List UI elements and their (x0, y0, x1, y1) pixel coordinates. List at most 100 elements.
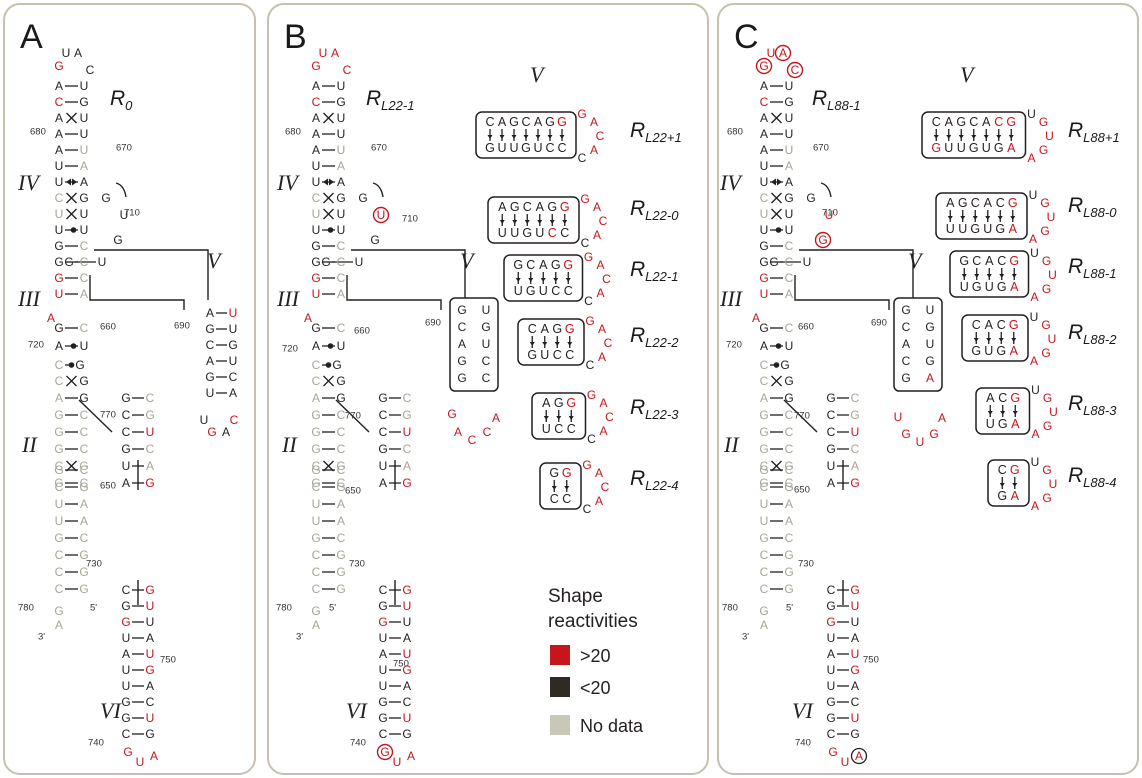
name-rl88-1: RL88-1 (1068, 255, 1116, 281)
nucleotide: U (760, 514, 769, 528)
nucleotide: U (312, 159, 321, 173)
nucleotide: G (123, 745, 132, 759)
nucleotide: C (785, 531, 794, 545)
helix-v-header: V (960, 62, 976, 87)
num-710: 710 (124, 208, 140, 219)
nucleotide: U (229, 306, 238, 320)
pair-arrow (985, 216, 991, 220)
nucleotide: A (337, 497, 345, 511)
nucleotide: C (760, 358, 769, 372)
connector-lines (78, 182, 914, 605)
nucleotide: G (332, 358, 341, 372)
num-660: 660 (100, 322, 116, 333)
nucleotide: U (926, 303, 935, 317)
nucleotide: C (55, 358, 64, 372)
nucleotide: A (542, 396, 551, 410)
nucleotide: A (80, 175, 88, 189)
nucleotide: U (785, 339, 794, 353)
nucleotide: U (120, 208, 129, 222)
nucleotide: U (984, 344, 993, 358)
pair-arrow (549, 220, 555, 224)
name-rl22-3: RL22-3 (630, 396, 679, 422)
num-740: 740 (795, 738, 811, 749)
nucleotide: U (894, 410, 903, 424)
nucleotide: U (146, 711, 155, 725)
nucleotide: C (760, 95, 769, 109)
nucleotide: A (539, 258, 548, 272)
num-650: 650 (100, 481, 116, 492)
nucleotide: U (539, 284, 548, 298)
nucleotide: C (827, 727, 836, 741)
nucleotide: G (759, 531, 768, 545)
nucleotide: A (827, 647, 835, 661)
nucleotide: A (598, 350, 606, 364)
nucleotide: G (784, 391, 793, 405)
domain-ii-label: II (723, 432, 740, 457)
num-730: 730 (86, 559, 102, 570)
nucleotide: A (337, 514, 345, 528)
nucleotide: G (826, 442, 835, 456)
nucleotide: G (956, 115, 966, 129)
nucleotide: G (311, 408, 320, 422)
nucleotide: A (590, 143, 598, 157)
pair-arrow (999, 483, 1005, 487)
num-750: 750 (160, 655, 176, 666)
nucleotide: C (586, 358, 595, 372)
crossed-pair (771, 375, 782, 387)
nucleotide: G (1010, 463, 1020, 477)
nucleotide: G (54, 442, 63, 456)
num-730: 730 (349, 559, 365, 570)
pair-dot (325, 362, 332, 368)
nucleotide: U (80, 339, 89, 353)
nucleotide: G (585, 314, 594, 328)
nucleotide: C (581, 236, 590, 250)
nucleotide: A (80, 514, 88, 528)
nucleotide: C (551, 284, 560, 298)
nucleotide: U (533, 141, 542, 155)
crossed-pair (66, 375, 77, 387)
nucleotide: A (779, 46, 787, 60)
nucleotide: G (311, 442, 320, 456)
num-670: 670 (371, 143, 387, 154)
nucleotide: C (337, 271, 346, 285)
nucleotide: A (331, 46, 339, 60)
nucleotide: C (485, 115, 494, 129)
nucleotide: G (1042, 491, 1051, 505)
nucleotide: C (583, 502, 592, 516)
three-prime-end: 3' (38, 632, 45, 643)
nucleotide: C (80, 239, 89, 253)
nucleotide: G (54, 255, 63, 269)
nucleotide: G (996, 344, 1006, 358)
nucleotide: G (759, 255, 768, 269)
reactivity-circle (814, 231, 832, 249)
pair-arrow (960, 216, 966, 220)
nucleotide: C (86, 63, 95, 77)
nucleotide: A (590, 115, 598, 129)
nucleotide: C (55, 565, 64, 579)
nucleotide: U (760, 287, 769, 301)
nucleotide: C (902, 354, 911, 368)
nucleotide: U (146, 647, 155, 661)
nucleotide: A (498, 200, 507, 214)
nucleotide: U (946, 222, 955, 236)
nucleotide: G (402, 663, 411, 677)
num-780: 780 (18, 603, 34, 614)
nucleotide: C (403, 391, 412, 405)
nucleotide: C (312, 565, 321, 579)
nucleotide: G (336, 374, 345, 388)
nucleotide: U (146, 615, 155, 629)
nucleotide: U (827, 459, 836, 473)
nucleotide: U (851, 425, 860, 439)
nucleotide: G (826, 615, 835, 629)
nucleotide: U (760, 223, 769, 237)
nucleotide: A (1029, 232, 1037, 246)
name-rl22-1-main: RL22-1 (366, 87, 414, 113)
nucleotide: C (785, 271, 794, 285)
nucleotide: U (1031, 455, 1040, 469)
num-710: 710 (402, 214, 418, 225)
reactivity-circle (755, 57, 773, 75)
nucleotide: C (483, 425, 492, 439)
nucleotide: G (1041, 346, 1050, 360)
crossed-pair (66, 208, 77, 220)
